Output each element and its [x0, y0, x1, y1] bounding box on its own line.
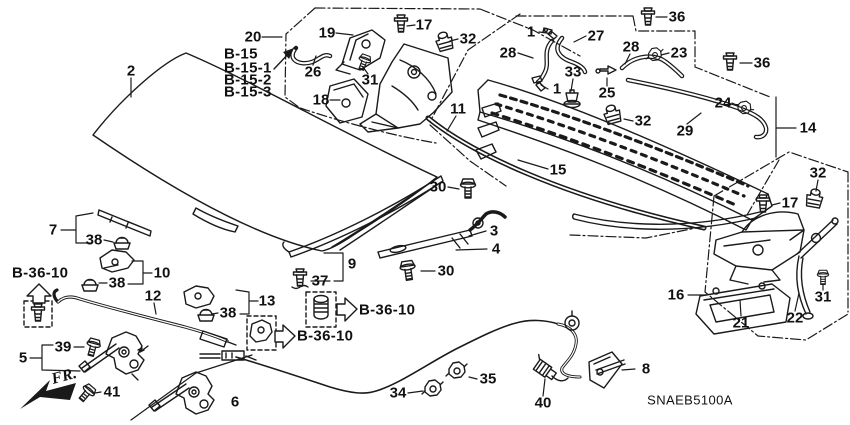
- callout-part-32-c: 32: [809, 164, 827, 182]
- callout-part-34: 34: [389, 384, 407, 402]
- callout-part-13: 13: [258, 292, 276, 310]
- detail-box-mid-upper: [305, 291, 337, 328]
- callout-ref-b3610-left: B-36-10: [12, 264, 69, 282]
- callout-part-1-a: 1: [526, 23, 536, 41]
- callout-part-3: 3: [489, 222, 499, 240]
- release-cable-12: [52, 288, 237, 348]
- callout-part-32-b: 32: [634, 112, 652, 130]
- hose-joint-1-a: [542, 27, 558, 40]
- callout-part-2: 2: [126, 62, 136, 80]
- callout-part-30-b: 30: [437, 262, 455, 280]
- callout-diagram-code: SNAEB5100A: [647, 392, 733, 408]
- callout-part-32-a: 32: [459, 30, 477, 48]
- windshield-lower-molding-11: [425, 115, 707, 231]
- callout-part-31-a: 31: [361, 71, 379, 89]
- callout-part-28-a: 28: [622, 38, 640, 56]
- hood-rear-seal-9: [282, 175, 444, 258]
- washer-hose-26: [290, 45, 333, 66]
- callout-ref-b15-2: B-15-2: [224, 71, 272, 89]
- bracket-13: [183, 285, 215, 309]
- handle-cable: [235, 310, 582, 394]
- callout-part-30-a: 30: [429, 178, 447, 196]
- detail-latchpin: [249, 319, 273, 343]
- callout-part-21: 21: [732, 314, 750, 332]
- callout-part-15: 15: [549, 161, 567, 179]
- washer-jet-25: [595, 65, 617, 75]
- group-boundaries: [284, 7, 849, 341]
- cowl-lower-seal: [572, 211, 761, 230]
- grommet-40: [532, 353, 558, 381]
- detail-grommet-mid: [313, 294, 329, 320]
- callout-part-9: 9: [347, 255, 357, 273]
- callout-part-17-a: 17: [415, 16, 433, 34]
- b3610-arrow-right-upper: [336, 297, 358, 322]
- callout-part-14: 14: [799, 119, 817, 137]
- callout-part-16: 16: [667, 286, 685, 304]
- callout-ref-b15-1: B-15-1: [224, 59, 272, 77]
- callout-part-18: 18: [312, 91, 330, 109]
- b3610-arrow-right-lower: [274, 324, 296, 349]
- hood-stay-rod: [377, 210, 507, 259]
- callout-part-27: 27: [587, 27, 605, 45]
- callout-part-38-a: 38: [85, 231, 103, 249]
- hinge-plate-18: [325, 78, 369, 124]
- callout-part-36-b: 36: [753, 54, 771, 72]
- callout-part-12: 12: [144, 287, 162, 305]
- callout-ref-b3610-mid-upper: B-36-10: [359, 301, 416, 319]
- callout-part-26: 26: [304, 63, 322, 81]
- hood-hinge-bracket-19: [335, 29, 386, 75]
- callout-part-40: 40: [534, 394, 552, 412]
- callout-part-41: 41: [103, 383, 121, 401]
- release-handle-8: [588, 351, 626, 389]
- callout-part-37: 37: [311, 272, 329, 290]
- callout-part-29: 29: [676, 122, 694, 140]
- callout-part-33: 33: [564, 63, 582, 81]
- callout-part-6: 6: [230, 393, 240, 411]
- bracket-10: [99, 249, 135, 273]
- fr-direction-arrow: [20, 380, 76, 409]
- callout-part-38-b: 38: [108, 274, 126, 292]
- clip-37-skirt: [291, 284, 309, 290]
- leader-lines: [29, 16, 824, 421]
- callout-part-25: 25: [598, 84, 616, 102]
- washer-nozzle-33: [563, 89, 581, 109]
- callout-part-36-a: 36: [668, 8, 686, 26]
- callout-part-22: 22: [786, 309, 804, 327]
- callout-part-28-b: 28: [499, 44, 517, 62]
- callout-part-8: 8: [641, 360, 651, 378]
- callout-part-5: 5: [18, 349, 28, 367]
- callout-part-39: 39: [54, 338, 72, 356]
- b3610-arrow-up: [26, 283, 52, 304]
- callout-part-11: 11: [450, 100, 466, 118]
- callout-ref-b3610-mid-lower: B-36-10: [297, 327, 354, 345]
- callout-part-7: 7: [48, 221, 58, 239]
- cowl-side-bracket: [713, 211, 805, 285]
- hood-lock-6: [148, 371, 215, 415]
- callout-ref-b15-3: B-15-3: [224, 83, 272, 101]
- callout-part-24: 24: [714, 94, 732, 112]
- callout-part-10: 10: [153, 264, 171, 282]
- hood-lock-5: [78, 331, 149, 381]
- callout-fr-label: FR.: [49, 364, 79, 388]
- callout-part-4: 4: [491, 240, 501, 258]
- callout-part-1-b: 1: [552, 80, 562, 98]
- callout-part-35: 35: [479, 370, 497, 388]
- callout-part-19: 19: [318, 24, 336, 42]
- lock-lever-22: [796, 217, 839, 320]
- lock-cover-21: [695, 282, 791, 335]
- hood-front-seal-7: [97, 209, 152, 237]
- callout-part-23: 23: [670, 44, 688, 62]
- grommet-40-wire: [551, 375, 569, 382]
- hinge-base-bracket: [359, 43, 453, 133]
- callout-part-20: 20: [244, 28, 262, 46]
- b15-pointer-head: [283, 48, 294, 59]
- washer-tubes: [535, 35, 769, 140]
- callout-part-31-b: 31: [814, 288, 832, 306]
- callout-part-38-c: 38: [219, 304, 237, 322]
- callout-ref-b15: B-15: [224, 45, 258, 63]
- callout-part-17-b: 17: [781, 194, 799, 212]
